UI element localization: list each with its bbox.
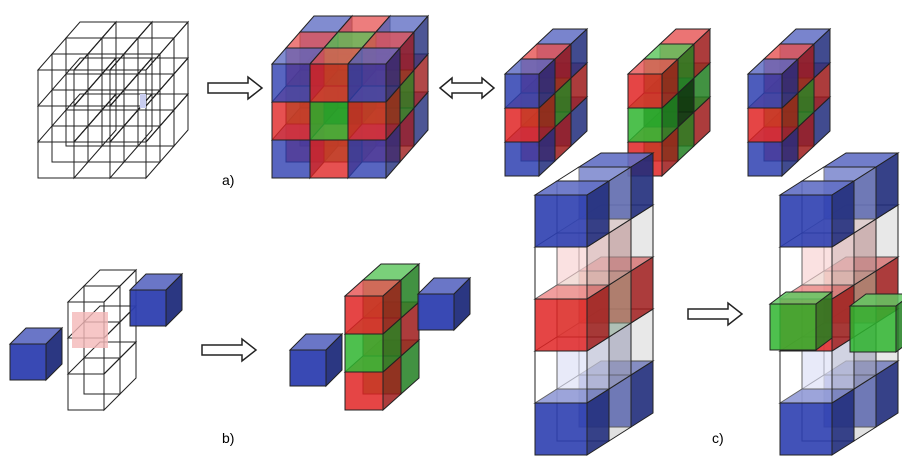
- panel-label-a: a): [222, 172, 235, 188]
- colored-cube-3x3x3: [270, 14, 430, 180]
- core-highlight: [72, 312, 108, 348]
- column-after-arm-1: [848, 293, 902, 353]
- column-before: [533, 152, 655, 456]
- column-after-arm-0: [768, 291, 834, 351]
- wireframe-cube-3x3x3: [36, 20, 190, 180]
- cross-colored-arm-left: [288, 332, 344, 388]
- slab-layer-back: [746, 27, 832, 178]
- cross-arm-left: [8, 326, 64, 382]
- arrow-a2: [438, 76, 496, 100]
- panel-label-b: b): [222, 430, 235, 446]
- cross-colored-arm-right: [416, 276, 472, 332]
- cross-arm-right: [128, 272, 184, 328]
- cross-colored-core: [343, 262, 421, 412]
- panel-label-c: c): [712, 430, 724, 446]
- arrow-b: [201, 337, 258, 363]
- slab-layer-front: [503, 27, 589, 178]
- arrow-c: [687, 301, 744, 327]
- center-cell-marker: [140, 94, 146, 108]
- arrow-a1: [207, 75, 264, 101]
